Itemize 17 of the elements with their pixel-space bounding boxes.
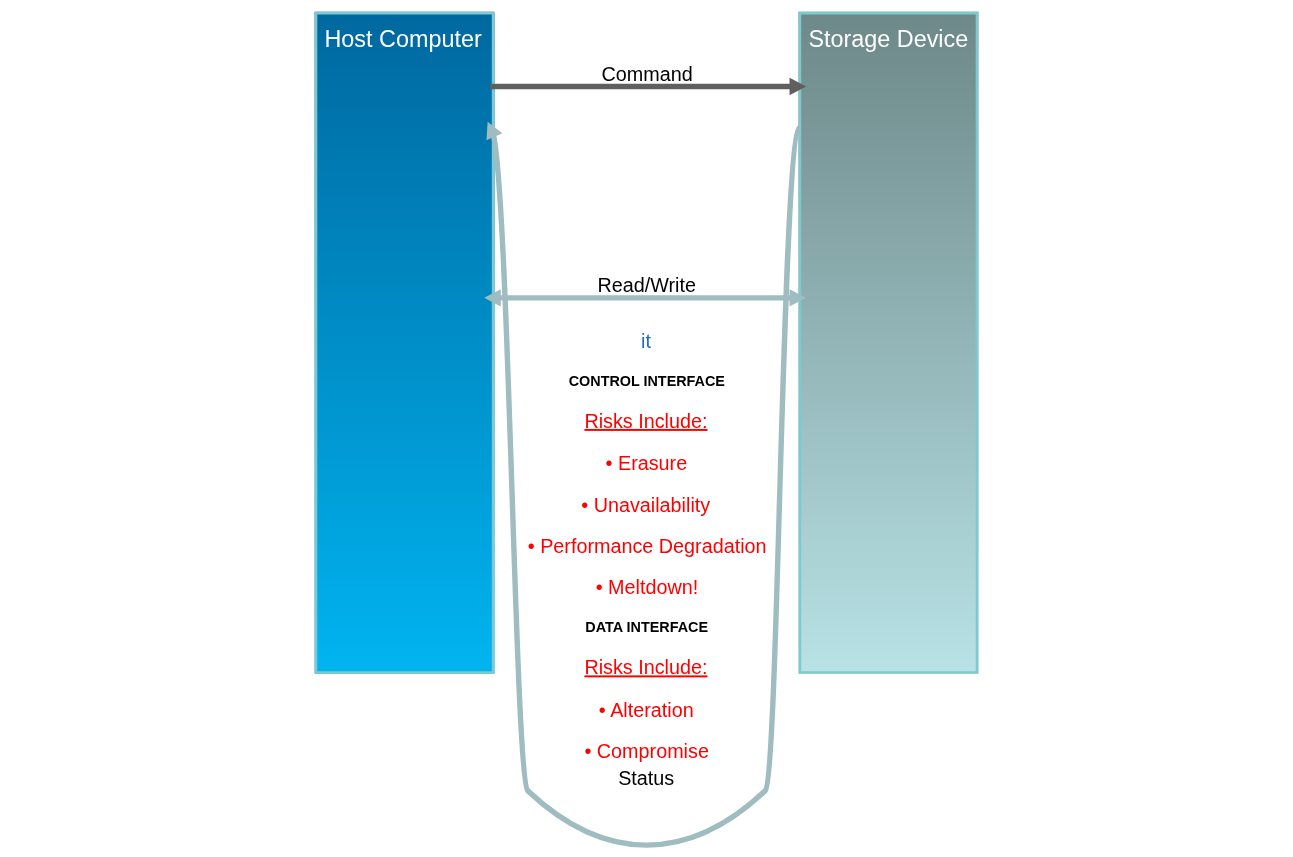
label: it (641, 329, 651, 352)
label: • Performance Degradation (527, 534, 767, 557)
label: DATA INTERFACE (585, 619, 709, 636)
arrow (490, 77, 807, 96)
label: • Unavailability (581, 493, 711, 516)
label: Risks Include: (584, 656, 708, 679)
label: • Alteration (598, 698, 694, 721)
edge-label: Command (601, 62, 693, 85)
label: CONTROL INTERFACE (568, 372, 725, 389)
label: • Meltdown! (595, 576, 699, 599)
arrow (486, 121, 803, 848)
label: • Erasure (605, 452, 688, 475)
label: • Compromise (584, 740, 709, 763)
arrow (484, 289, 807, 307)
label: Risks Include: (584, 409, 708, 432)
edge-label: Status (618, 767, 675, 789)
edge-label: Read/Write (597, 274, 696, 297)
